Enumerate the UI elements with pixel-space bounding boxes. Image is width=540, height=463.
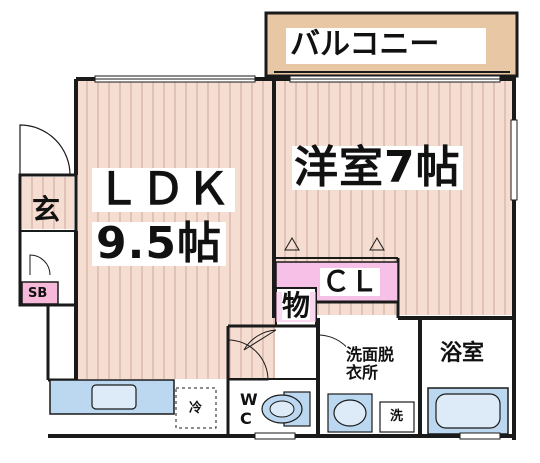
- toilet-label: W C: [240, 390, 258, 429]
- bathtub-icon: [427, 387, 509, 435]
- window-icon: [510, 119, 518, 201]
- door-swing-icon: [227, 339, 269, 381]
- door-swing-icon: [19, 124, 71, 176]
- shoe-box-label: SB: [28, 286, 48, 301]
- washroom-label: 洗面脱 衣所: [346, 345, 395, 383]
- entrance-label: 玄: [32, 193, 61, 226]
- door-swing-icon: [243, 329, 277, 351]
- sink-icon: [91, 384, 137, 410]
- ldk-size-label: 9.5帖: [92, 222, 226, 266]
- washer-space: [379, 401, 415, 433]
- closet-label: ＣＬ: [320, 265, 381, 298]
- bathroom-label: 浴室: [440, 341, 485, 366]
- balcony-label: バルコニー: [290, 27, 440, 62]
- window-icon: [94, 75, 256, 83]
- window-icon: [254, 432, 296, 440]
- toilet-icon: [261, 391, 311, 427]
- fridge-label: 冷: [189, 401, 203, 416]
- western-room-label: 洋室7帖: [292, 142, 463, 193]
- washer-label: 洗: [390, 409, 404, 424]
- storage-label: 物: [282, 289, 311, 322]
- door-swing-icon: [29, 254, 51, 276]
- ldk-label: ＬＤＫ: [92, 168, 235, 212]
- window-icon: [459, 432, 501, 440]
- window-icon: [289, 75, 501, 83]
- sink-icon: [327, 393, 373, 433]
- fridge-space: [175, 387, 217, 429]
